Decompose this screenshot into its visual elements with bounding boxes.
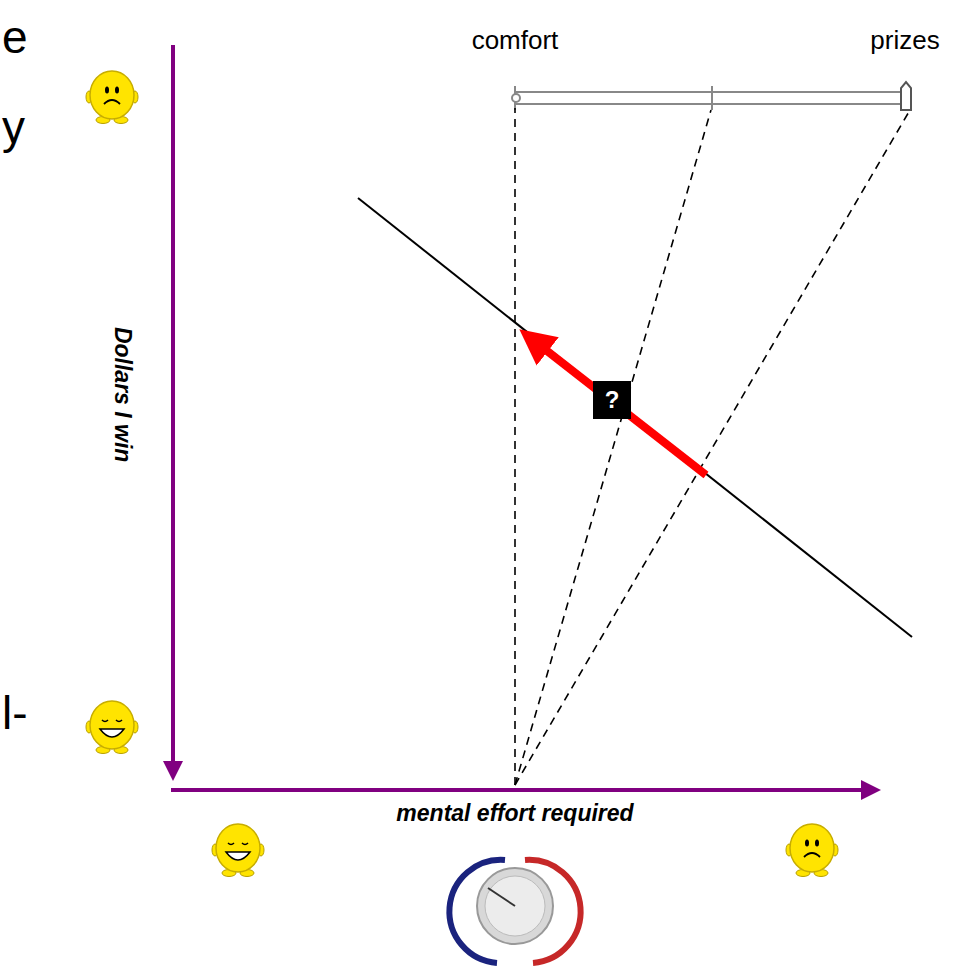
happy-face	[212, 824, 264, 877]
tradeoff-line	[358, 198, 912, 637]
cut-text: e	[2, 12, 28, 63]
scale-label: prizes	[870, 26, 939, 55]
axis-label: Dollars I win	[110, 327, 135, 462]
cut-text: y	[2, 102, 25, 153]
vertical-axis	[171, 45, 175, 765]
dashed-lines	[515, 108, 910, 785]
red-arrow	[542, 347, 706, 475]
scale-label: comfort	[472, 26, 559, 55]
happy-face	[86, 701, 138, 754]
horizontal-axis	[171, 788, 865, 792]
knob-dial	[449, 860, 580, 963]
sad-face	[786, 824, 838, 877]
comfort-prizes-scale	[512, 82, 911, 110]
sad-face	[86, 71, 138, 124]
question-box: ?	[593, 381, 631, 419]
question-mark: ?	[605, 386, 620, 414]
axis-label: mental effort required	[396, 801, 633, 826]
cut-text: l-	[2, 688, 28, 739]
